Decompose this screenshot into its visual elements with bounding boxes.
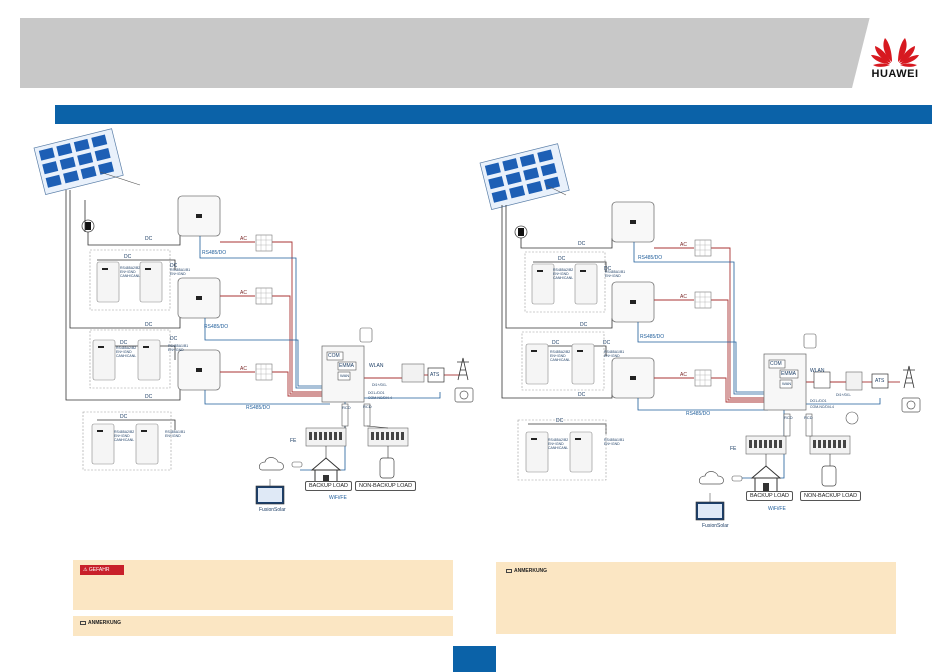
right-emma-label: EMMA [781,371,796,377]
left-wan-label: WAN [340,373,350,378]
left-rcd-2: RCD [363,404,372,409]
left-backup-load: BACKUP LOAD [305,481,353,491]
left-di-3: COM-NC/DI4-4 [368,396,392,400]
left-di-1: DI1+/DI1- [372,383,388,387]
left-battery-text-2: RS485A1/B1 EN+/GND [170,268,191,276]
right-pv-panel [479,143,570,211]
danger-badge: ⚠ GEFAHR [80,565,124,575]
left-diagram [33,128,474,505]
right-dc-label-8: DC [556,418,564,424]
huawei-wordmark: HUAWEI [871,68,919,80]
left-note-title: ANMERKUNG [80,620,121,626]
left-wifi-label: WiFi/FE [329,495,347,501]
left-dc-label-4: DC [145,322,153,328]
left-dc-label-5: DC [120,340,128,346]
right-di-3: COM-NC/DI4-4 [810,405,834,409]
right-ats-label: ATS [875,378,885,384]
left-dc-label-7: DC [145,394,153,400]
right-rs485-label-2: RS485/DO [640,334,665,340]
right-non-backup-load: NON-BACKUP LOAD [800,491,862,501]
left-dc-label-6: DC [170,336,178,342]
left-inverter-3 [177,349,221,391]
danger-note-box [73,560,453,610]
left-note-label: ANMERKUNG [88,620,122,626]
left-dc-label-8: DC [120,414,128,420]
left-battery-text-1: RS485A2/B2 EN+/GND CANH/CANL [120,266,141,278]
right-rcd-2: RCD [804,415,813,420]
right-rcd-1: RCD [784,415,793,420]
right-rs485-label-3: RS485/DO [686,411,711,417]
right-battery-text-6: RS485A1/B1 EN+/GND [604,438,625,446]
left-rs485-label-2: RS485/DO [204,324,229,330]
right-note-label: ANMERKUNG [514,568,548,574]
left-wlan-label: WLAN [369,363,384,369]
right-battery-text-4: RS485A1/B1 EN+/GND [604,350,625,358]
right-battery-text-2: RS485A1/B1 EN+/GND [605,270,626,278]
right-dc-label-3: DC [604,266,612,272]
left-com-label: COM [328,353,340,359]
left-fusion-label: FusionSolar [259,507,286,513]
left-ac-label-1: AC [240,236,247,242]
page-number-box [453,646,496,672]
left-dc-label-2: DC [124,254,132,260]
left-ac-label-3: AC [240,366,247,372]
left-dc-label-1: DC [145,236,153,242]
right-battery-text-3: RS485A2/B2 EN+/GND CANH/CANL [550,350,571,362]
right-dc-label-5: DC [552,340,560,346]
left-di-2: DO1-/DO1 [368,391,385,395]
left-rs485-label-1: RS485/DO [202,250,227,256]
right-rs485-label-1: RS485/DO [638,255,663,261]
left-dc-label-3: DC [170,263,178,269]
right-backup-load: BACKUP LOAD [746,491,794,501]
left-battery-text-5: RS485A2/B2 EN+/GND CANH/CANL [114,430,135,442]
right-dc-label-2: DC [558,256,566,262]
right-wlan-label: WLAN [810,368,825,374]
right-note-box [496,562,896,634]
left-rcd-1: RCD [342,405,351,410]
right-dc-label-7: DC [578,392,586,398]
huawei-logo [871,38,919,67]
right-dc-label-4: DC [580,322,588,328]
left-pv-panel [33,128,124,196]
header-bar [20,18,932,88]
right-com-label: COM [770,361,782,367]
right-battery-text-1: RS485A2/B2 EN+/GND CANH/CANL [553,268,574,280]
left-inverter-2 [177,277,221,319]
right-wan-label: WAN [782,381,792,386]
left-rs485-label-3: RS485/DO [246,405,271,411]
book-icon [80,620,86,625]
left-fe-label: FE [290,438,297,444]
book-icon [506,568,512,573]
right-wifi-label: WiFi/FE [768,506,786,512]
right-fe-label: FE [730,446,737,452]
right-dc-label-1: DC [578,241,586,247]
right-di-1: DI1+/DI1- [836,393,852,397]
left-battery-text-6: RS485A1/B1 EN+/GND [165,430,186,438]
section-title-bar [55,105,932,124]
left-inverter-1 [177,195,221,237]
right-fusion-label: FusionSolar [702,523,729,529]
left-ac-label-2: AC [240,290,247,296]
danger-label: GEFAHR [88,567,110,573]
right-ac-label-3: AC [680,372,687,378]
left-note-box [73,616,453,636]
right-note-title: ANMERKUNG [506,568,547,574]
left-battery-text-4: RS485A1/B1 EN+/GND [168,344,189,352]
right-battery-text-5: RS485A2/B2 EN+/GND CANH/CANL [548,438,569,450]
left-emma-label: EMMA [339,363,354,369]
right-ac-label-1: AC [680,242,687,248]
left-ats-label: ATS [430,372,440,378]
right-di-2: DO1-/DO1 [810,399,827,403]
right-dc-label-6: DC [603,340,611,346]
left-battery-text-3: RS485A2/B2 EN+/GND CANH/CANL [116,346,137,358]
right-diagram [479,143,921,521]
right-ac-label-2: AC [680,294,687,300]
left-non-backup-load: NON-BACKUP LOAD [355,481,417,491]
